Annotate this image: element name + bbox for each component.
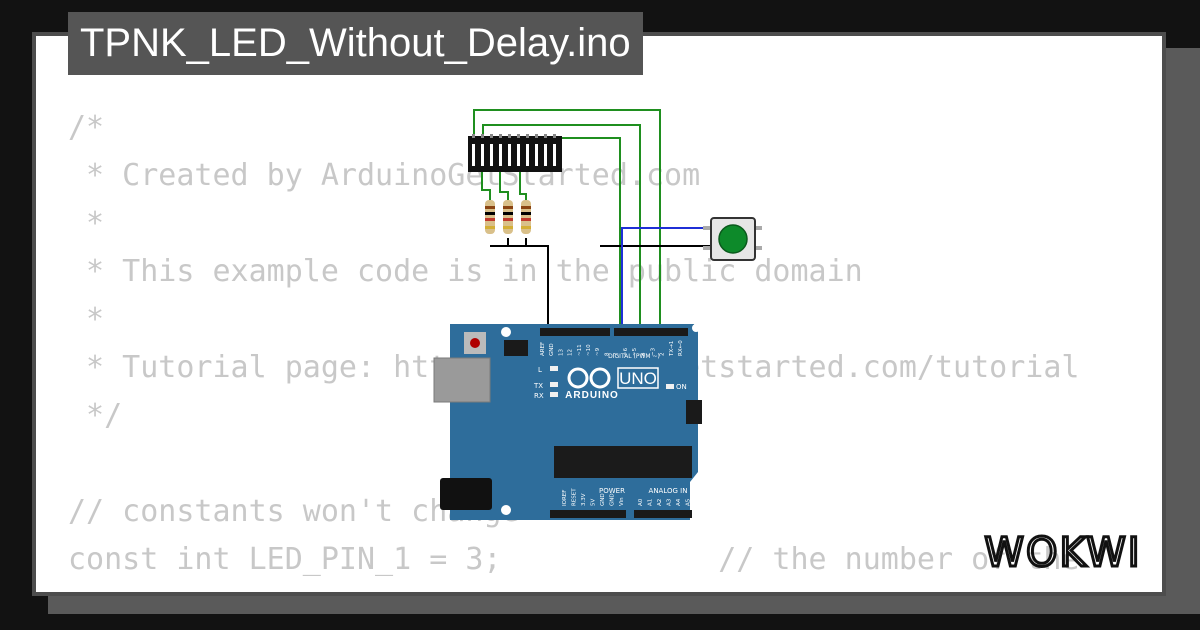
board-model: UNO <box>619 369 657 388</box>
wire-led-3 <box>519 172 527 202</box>
pin-label: ~6 <box>623 347 629 356</box>
pin-label: ~3 <box>650 347 656 356</box>
pin-label: A4 <box>676 498 682 506</box>
pin-label: 12 <box>568 349 574 356</box>
resistor-1 <box>485 200 495 234</box>
wire-led-1 <box>481 172 491 202</box>
resistor-3 <box>521 200 531 234</box>
led-on-label: ON <box>676 383 687 391</box>
led-l-label: L <box>538 366 542 374</box>
code-line: * Created by ArduinoGetStarted.com <box>68 158 701 193</box>
pin-label: 3.3V <box>581 493 587 506</box>
pin-label: 8 <box>604 352 610 356</box>
pin-label: A1 <box>648 499 654 506</box>
pin-label: 5V <box>591 499 597 506</box>
resistors <box>485 200 531 234</box>
analog-label: ANALOG IN <box>649 487 688 495</box>
pin-label: 7 <box>614 352 620 356</box>
pin-label: GND <box>610 493 616 506</box>
code-line: * This example code is in the public dom… <box>68 254 863 289</box>
code-line: /* <box>68 110 105 145</box>
code-line: // constants won't change <box>68 494 520 529</box>
pin-label: A2 <box>657 499 663 506</box>
push-button <box>703 217 762 261</box>
wokwi-logo: WOKWI <box>983 529 1141 577</box>
wire-green-outer <box>473 109 661 332</box>
resistor-2 <box>503 200 513 234</box>
circuit-diagram: UNO ARDUINO DIGITAL (PWM ~) L TX RX ON P… <box>433 109 762 520</box>
wire-led-2 <box>499 172 509 202</box>
pin-label: ~10 <box>586 344 592 356</box>
pin-label: A5 <box>686 498 692 506</box>
usb-port <box>433 357 491 403</box>
pin-label: ~11 <box>577 344 583 356</box>
code-line: const int LED_PIN_1 = 3; // the number o… <box>68 542 1080 577</box>
code-line: const int LED_PIN_2 = 5; // the number o… <box>68 590 1079 592</box>
pin-label: RESET <box>572 488 578 506</box>
pin-label: A0 <box>638 498 644 506</box>
pin-label: 4 <box>641 352 647 356</box>
code-line: * <box>68 206 105 241</box>
atmega-chip <box>554 446 692 478</box>
pin-label: AREF <box>540 342 546 356</box>
code-line: */ <box>68 398 123 433</box>
pin-label: GND <box>600 493 606 506</box>
pin-label: Vin <box>619 497 625 506</box>
pin-label: RX←0 <box>678 340 684 356</box>
board-brand: ARDUINO <box>565 390 619 401</box>
pin-label: IOREF <box>562 490 568 506</box>
power-label: POWER <box>599 487 625 495</box>
led-tx-label: TX <box>533 382 543 390</box>
pin-label: TX→1 <box>669 341 675 357</box>
pin-label: 13 <box>558 349 564 356</box>
arduino-uno-board: UNO ARDUINO DIGITAL (PWM ~) L TX RX ON P… <box>433 324 702 520</box>
wokwi-logo-text: WOKWI <box>984 530 1141 576</box>
pin-label: A3 <box>667 498 673 506</box>
code-line: * <box>68 302 105 337</box>
pin-label: ~9 <box>595 347 601 356</box>
code-preview: /* * Created by ArduinoGetStarted.com * … <box>68 104 1080 592</box>
pin-label: 2 <box>660 353 666 357</box>
wire-gnd-resistors <box>490 245 549 332</box>
power-jack <box>440 478 492 510</box>
arduino-infinity-icon <box>567 367 611 389</box>
project-title: TPNK_LED_Without_Delay.ino <box>68 12 643 75</box>
pin-label: GND <box>549 343 555 356</box>
led-rx-label: RX <box>534 392 544 400</box>
digital-label: DIGITAL (PWM ~) <box>608 353 660 360</box>
led-bar-graph <box>468 134 562 172</box>
wire-blue-button <box>621 227 710 332</box>
pin-label: ~5 <box>632 347 638 356</box>
